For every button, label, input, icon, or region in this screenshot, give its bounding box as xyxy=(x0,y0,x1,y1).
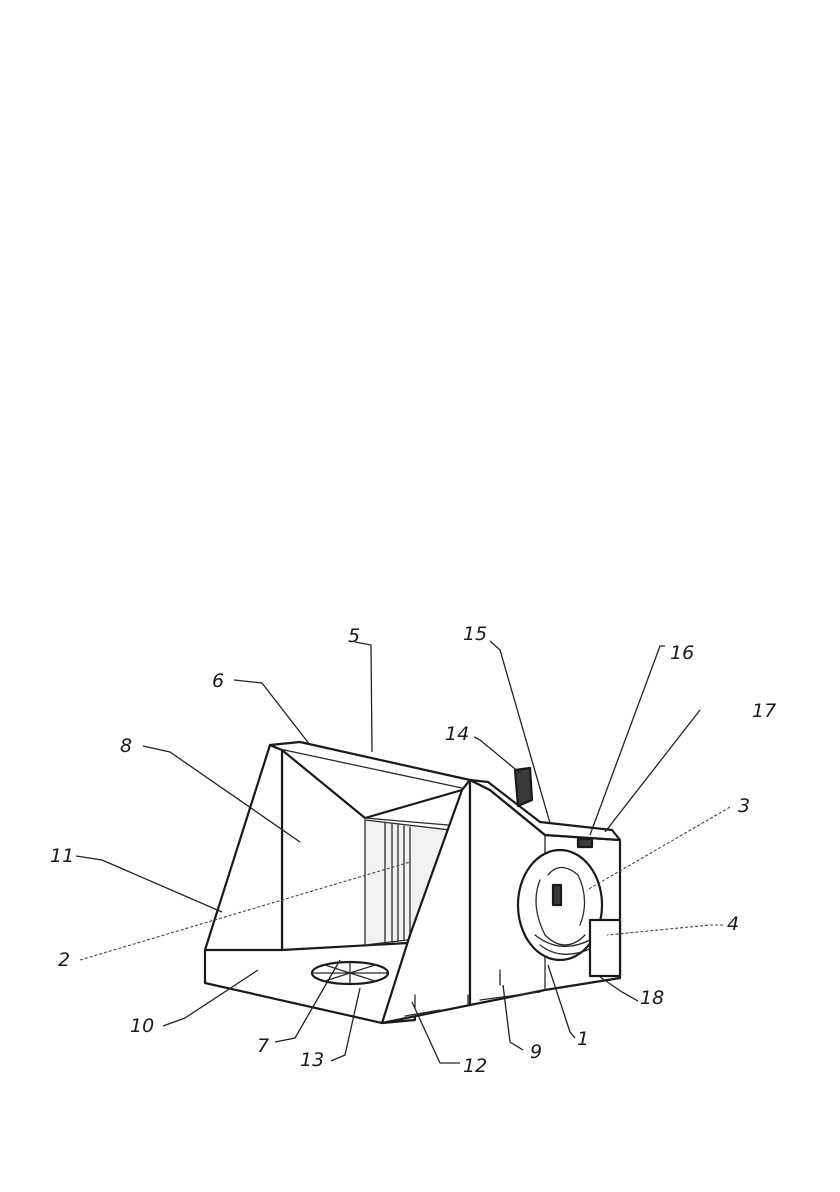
callout-6: 6 xyxy=(212,670,224,692)
callout-5: 5 xyxy=(348,625,360,647)
callout-16: 16 xyxy=(670,642,694,664)
side-connector xyxy=(590,920,620,976)
callout-14: 14 xyxy=(445,723,469,745)
callout-13: 13 xyxy=(300,1049,324,1071)
booth-illustration xyxy=(205,742,620,1023)
top-cap xyxy=(578,839,592,847)
callout-12: 12 xyxy=(463,1055,487,1077)
callout-18: 18 xyxy=(640,987,664,1009)
callout-15: 15 xyxy=(463,623,487,645)
power-switch xyxy=(515,768,532,806)
callout-10: 10 xyxy=(130,1015,154,1037)
callout-7: 7 xyxy=(257,1035,269,1057)
callout-1: 1 xyxy=(577,1028,589,1050)
callout-8: 8 xyxy=(120,735,132,757)
callout-3: 3 xyxy=(738,795,750,817)
callout-9: 9 xyxy=(530,1041,542,1063)
callout-2: 2 xyxy=(58,949,70,971)
callout-17: 17 xyxy=(752,700,776,722)
callout-4: 4 xyxy=(727,913,739,935)
callout-11: 11 xyxy=(50,845,74,867)
